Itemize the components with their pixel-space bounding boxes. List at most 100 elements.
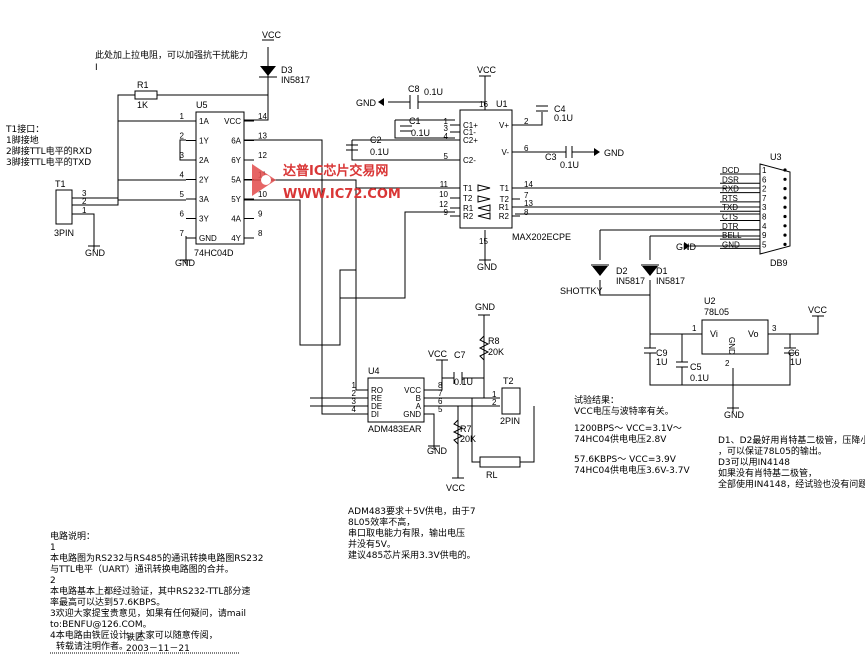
t1-pin-2: 2 bbox=[82, 197, 87, 206]
c2-value: 0.1U bbox=[370, 147, 389, 157]
u1-driver-t1 bbox=[477, 184, 491, 192]
wire-u4-gnd bbox=[424, 413, 435, 446]
circuit-note-line-5: 本电路基本上都经过验证，其中RS232-TTL部分速 bbox=[50, 585, 250, 597]
pullup-note-line-1: 此处加上拉电阻，可以加强抗干扰能力 bbox=[95, 49, 248, 61]
gnd-arrow-db9 bbox=[684, 242, 690, 250]
u1-left-pin-name: C2+ bbox=[463, 136, 478, 145]
d2-note: SHOTTKY bbox=[560, 286, 603, 296]
diode-note-line-5: 全部使用IN4148，经试验也没有问题 bbox=[718, 478, 865, 490]
u1-left-pin-number: 11 bbox=[440, 180, 449, 189]
wire-3a bbox=[117, 199, 186, 205]
r1-ref: R1 bbox=[137, 80, 149, 90]
adm-note-line-4: 并没有5V。 bbox=[348, 538, 396, 550]
circuit-note-block: 电路说明： 1 本电路图为RS232与RS485的通讯转换电路图RS232 与T… bbox=[50, 530, 263, 652]
u1-left-pin-number: 9 bbox=[444, 208, 449, 217]
u4-right-pin-name: B bbox=[416, 394, 421, 403]
db9-pin-number: 4 bbox=[762, 222, 767, 231]
adm-note-line-1: ADM483要求＋5V供电，由于7 bbox=[348, 505, 476, 517]
u2-gnd: GND bbox=[727, 337, 736, 355]
r1-value: 1K bbox=[137, 100, 148, 110]
c3-ref: C3 bbox=[545, 152, 557, 162]
diode-note-line-4: 如果没有肖特基二极管， bbox=[718, 467, 817, 479]
u1-receiver-r1 bbox=[477, 204, 491, 212]
u5-left-pin-number: 5 bbox=[180, 190, 185, 199]
c4-value: 0.1U bbox=[554, 113, 573, 123]
db9-signal-label: TXD bbox=[722, 203, 738, 212]
d3-ref: D3 bbox=[281, 65, 293, 75]
d1-ref: D1 bbox=[656, 266, 668, 276]
chip-u4 bbox=[367, 377, 425, 423]
db9-pin-dot bbox=[783, 187, 787, 191]
capacitor-c6 bbox=[784, 347, 796, 362]
u4-left-pin-name: DI bbox=[371, 410, 379, 419]
u5-left-pin-name: GND bbox=[199, 234, 217, 243]
u2-pin-2: 2 bbox=[725, 359, 730, 368]
capacitor-c9 bbox=[644, 347, 656, 362]
c6-value: 1U bbox=[790, 357, 802, 367]
capacitor-c5 bbox=[676, 361, 688, 385]
c9-ref: C9 bbox=[656, 348, 668, 358]
diode-note-block: D1、D2最好用肖特基二极管，压降小， ，可以保证78L05的输出。 D3可以用… bbox=[718, 434, 865, 490]
u4-left-pin-number: 1 bbox=[352, 381, 357, 390]
u4-right-pin-number: 7 bbox=[438, 389, 443, 398]
u2-pin-3: 3 bbox=[772, 324, 777, 333]
test-result-line-2: 1200BPS～ VCC=3.1V～ bbox=[574, 424, 682, 434]
gnd-label-c8: GND bbox=[356, 98, 377, 108]
t2-pin-2: 2 bbox=[492, 398, 497, 407]
capacitor-c8 bbox=[409, 95, 419, 109]
u4-left-pin-name: RE bbox=[371, 394, 382, 403]
circuit-note-line-8: to:BENFU@126.COM。 bbox=[50, 620, 152, 630]
u4-right-pin-name: A bbox=[416, 402, 422, 411]
u4-left-pin-number: 3 bbox=[352, 397, 357, 406]
wire-r1out bbox=[340, 211, 455, 299]
c6-ref: C6 bbox=[788, 348, 800, 358]
t1-note-line-1: 1脚接地 bbox=[6, 134, 39, 146]
db9-signal-label: GND bbox=[722, 240, 740, 249]
u4-ref: U4 bbox=[368, 366, 380, 376]
r8-value: 20K bbox=[488, 347, 504, 357]
db9-pin-number: 7 bbox=[762, 194, 767, 203]
wire-t1in bbox=[355, 187, 455, 270]
u1-part: MAX202ECPE bbox=[512, 232, 571, 242]
circuit-note-title: 电路说明： bbox=[50, 530, 95, 542]
adm-note-line-5: 建议485芯片采用3.3V供电的。 bbox=[348, 549, 476, 561]
capacitor-c3 bbox=[565, 146, 573, 158]
u1-left-pin-number: 5 bbox=[444, 152, 449, 161]
capacitor-c7 bbox=[453, 372, 463, 384]
t1-note-line-2: 2脚接TTL电平的RXD bbox=[6, 145, 92, 157]
d2-part: IN5817 bbox=[616, 276, 645, 286]
db9-pin-dot bbox=[783, 233, 787, 237]
u1-left-pin-number: 12 bbox=[439, 200, 448, 209]
db9-pin-dot bbox=[783, 242, 787, 246]
db9-pin-number: 2 bbox=[762, 185, 767, 194]
connector-t1 bbox=[55, 189, 73, 225]
adm-note-line-3: 串口取电能力有限，输出电压 bbox=[348, 527, 465, 539]
chip-u5 bbox=[195, 111, 245, 245]
test-result-line-1: VCC电压与波特率有关。 bbox=[574, 405, 674, 417]
u1-right-pin-number: 13 bbox=[524, 199, 533, 208]
test-result-title: 试验结果： bbox=[574, 394, 619, 406]
wire-6a bbox=[244, 139, 362, 415]
db9-pin-dot bbox=[783, 168, 787, 172]
gnd-label-r8: GND bbox=[475, 302, 496, 312]
diode-note-line-2: ，可以保证78L05的输出。 bbox=[718, 445, 827, 457]
test-result-line-3: 74HC04供电电压2.8V bbox=[574, 433, 667, 445]
u5-right-pin-number: 14 bbox=[258, 112, 267, 121]
gnd-label-u2: GND bbox=[724, 410, 745, 420]
u4-right-pin-number: 5 bbox=[438, 405, 443, 414]
circuit-note-line-4: 2 bbox=[50, 576, 56, 586]
u1-left-pin-name: T2 bbox=[463, 194, 473, 203]
u1-right-pin-number: 14 bbox=[524, 180, 533, 189]
u5-left-pin-number: 1 bbox=[180, 112, 185, 121]
u5-left-pin-name: 1A bbox=[199, 117, 209, 126]
c2-ref: C2 bbox=[370, 135, 382, 145]
u5-right-pin-name: 4Y bbox=[231, 234, 241, 243]
test-result-block: 试验结果： VCC电压与波特率有关。 1200BPS～ VCC=3.1V～ 74… bbox=[574, 394, 690, 476]
wire-1y-2a bbox=[179, 139, 186, 161]
r7-ref: R7 bbox=[460, 424, 472, 434]
r7-value: 20K bbox=[460, 434, 476, 444]
u2-vo: Vo bbox=[748, 329, 759, 339]
